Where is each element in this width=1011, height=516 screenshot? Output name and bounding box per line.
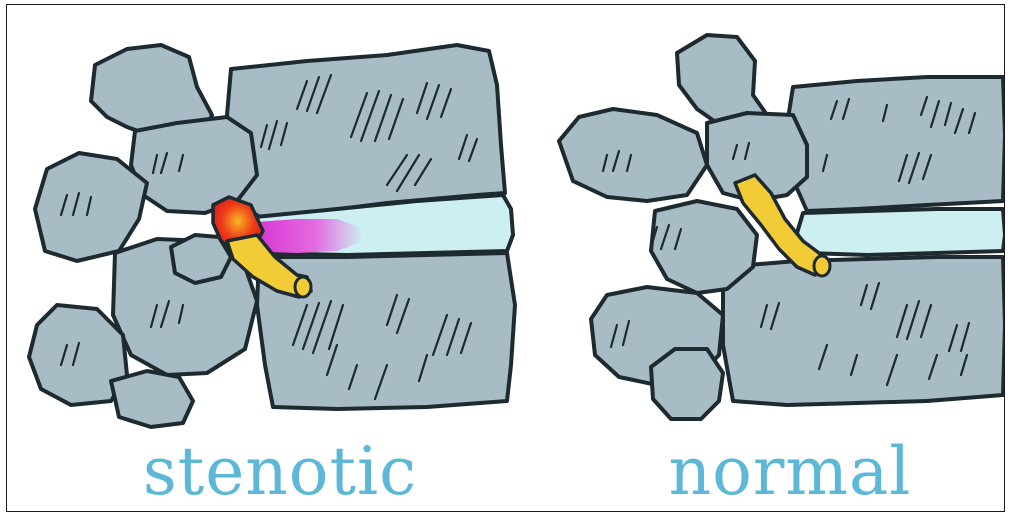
lower-vertebral-body <box>723 257 1005 405</box>
lower-lamina <box>111 371 193 427</box>
stenotic-vertebrae <box>29 45 515 427</box>
normal-vertebrae <box>559 35 1005 419</box>
transverse-process <box>559 109 707 201</box>
disc <box>797 209 1005 255</box>
upper-vertebral-body <box>787 77 1005 211</box>
upper-vertebral-body <box>227 45 505 219</box>
figure-frame: stenotic normal <box>6 4 1005 512</box>
normal-caption: normal <box>655 437 925 507</box>
stenotic-caption: stenotic <box>135 437 425 507</box>
lower-lamina <box>651 349 723 419</box>
middle-facet <box>651 201 757 293</box>
transverse-process <box>35 153 147 261</box>
